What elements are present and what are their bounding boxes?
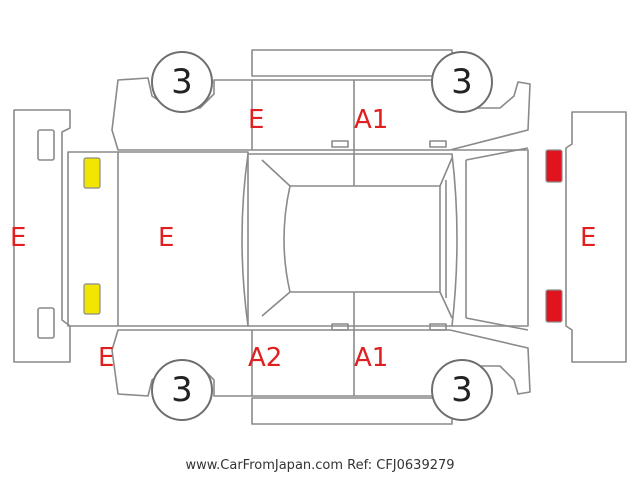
headlight-right <box>83 283 101 315</box>
trunk <box>452 147 529 331</box>
label-front-fender-right: E <box>98 343 114 373</box>
label-hood: E <box>158 223 174 253</box>
wheel-front-left: 3 <box>151 51 213 113</box>
footer-reference: www.CarFromJapan.com Ref: CFJ0639279 <box>185 458 455 473</box>
wheel-front-right-grade: 3 <box>171 370 193 410</box>
label-front-bumper: E <box>10 223 26 253</box>
cabin <box>241 153 458 327</box>
wheel-front-left-grade: 3 <box>171 62 193 102</box>
label-front-fender-left: E <box>248 105 264 135</box>
taillight-left <box>545 149 563 183</box>
wheel-rear-left: 3 <box>431 51 493 113</box>
taillight-right <box>545 289 563 323</box>
wheel-rear-right-grade: 3 <box>451 370 473 410</box>
label-front-door-right: A1 <box>354 343 388 373</box>
wheel-rear-left-grade: 3 <box>451 62 473 102</box>
rear-bumper <box>565 111 627 363</box>
front-bumper <box>13 109 71 363</box>
wheel-rear-right: 3 <box>431 359 493 421</box>
label-rear-door-right: A2 <box>248 343 282 373</box>
label-front-door-left: A1 <box>354 105 388 135</box>
headlight-left <box>83 157 101 189</box>
label-rear-bumper: E <box>580 223 596 253</box>
wheel-front-right: 3 <box>151 359 213 421</box>
